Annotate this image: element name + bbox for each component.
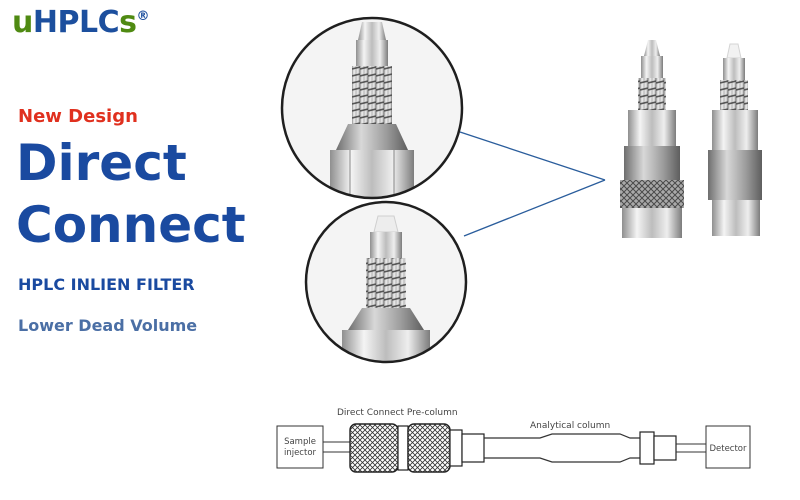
- precolumn-diagram: [349, 423, 485, 473]
- product-photo: [280, 16, 762, 364]
- detector-box: [705, 425, 751, 469]
- logo-hplc: HPLC: [32, 5, 120, 40]
- analytical-column-diagram: [484, 431, 677, 465]
- product-subtitle: HPLC INLIEN FILTER: [18, 275, 195, 294]
- detector-label: Detector: [709, 444, 747, 454]
- magnified-peek-tip: [304, 200, 468, 364]
- logo-u: u: [12, 5, 33, 40]
- fitting-steel-tip: [620, 40, 684, 238]
- headline-line-2: Connect: [16, 196, 246, 254]
- brand-logo: uHPLCs®: [12, 8, 149, 38]
- fitting-white-tip: [708, 43, 762, 236]
- precolumn-label: Direct Connect Pre-column: [337, 408, 458, 418]
- headline-line-1: Direct: [16, 134, 187, 192]
- tagline: New Design: [18, 106, 138, 127]
- injector-label-1: Sample: [284, 437, 316, 447]
- logo-s: s: [119, 5, 137, 40]
- magnified-steel-tip: [280, 16, 464, 200]
- analytical-column-label: Analytical column: [530, 421, 610, 431]
- sample-injector-box: [276, 425, 324, 469]
- registered-mark: ®: [136, 9, 149, 24]
- feature-text: Lower Dead Volume: [18, 316, 198, 335]
- callout-line-top: [459, 131, 606, 181]
- callout-line-bottom: [463, 179, 606, 237]
- injector-label-2: injector: [284, 448, 317, 458]
